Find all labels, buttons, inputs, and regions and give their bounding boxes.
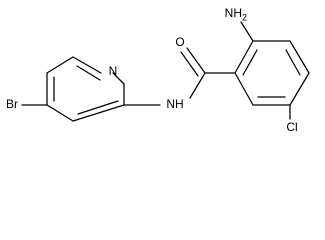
pyridine-ring	[46, 56, 125, 122]
bond-c4-c3	[46, 104, 74, 122]
bond-c4-c5	[289, 72, 310, 106]
bond-c6-c5	[46, 56, 74, 74]
bond-c3-c4-inner	[285, 49, 301, 76]
atom-label-cl: Cl	[286, 120, 297, 134]
bond-c3-c2-inner	[77, 100, 119, 115]
bond-carbonyl-o-double	[180, 51, 199, 77]
atom-label-br: Br	[6, 97, 18, 111]
bond-c1-c2	[234, 40, 254, 74]
bond-carbonyl-o	[186, 47, 206, 74]
benzene-ring	[204, 40, 310, 106]
bond-c1-c2-inner	[242, 49, 258, 76]
atom-label-nh: NH	[166, 97, 183, 111]
atom-label-nh2: NH	[225, 6, 242, 20]
bond-ring-nh2	[240, 21, 254, 42]
bond-c3-c2	[72, 104, 125, 122]
bond-n1-c6	[72, 56, 102, 74]
amide-linkage	[123, 47, 206, 106]
bond-c6-c1	[234, 72, 254, 106]
bond-n1-c6-inner	[76, 65, 101, 81]
atom-label-o: O	[175, 35, 184, 49]
atom-label-n-ring: N	[109, 64, 118, 78]
bond-c3-c4	[289, 40, 310, 74]
bond-nh-carbonyl	[189, 72, 206, 99]
bond-c2-n1	[112, 72, 125, 85]
chemical-structure-diagram: N Br NH O NH 2 Cl	[6, 6, 310, 134]
atom-label-nh2-subscript: 2	[242, 12, 247, 22]
